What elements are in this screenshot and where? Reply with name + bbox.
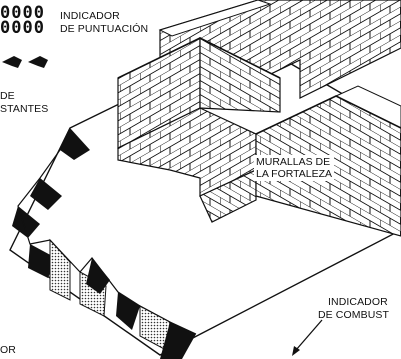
walls-label-line1: MURALLAS DE (256, 156, 331, 168)
ship-icon (28, 56, 48, 68)
fuel-pointer-arrowhead (292, 346, 300, 356)
fuel-label-line1: INDICADOR (328, 296, 388, 308)
score-digits-row1: 0000 (0, 3, 45, 23)
fuel-pointer-arrow (295, 319, 323, 351)
lives-label-line2: STANTES (0, 103, 49, 115)
cliff-edge (12, 127, 197, 359)
lives-ship-icons (2, 56, 48, 68)
score-label-line2: DE PUNTUACIÓN (60, 23, 149, 35)
ship-icon (2, 56, 22, 68)
fuel-label-line2: DE COMBUST (318, 309, 390, 321)
score-digits: 0000 0000 (0, 3, 45, 38)
score-label-line1: INDICADOR (60, 10, 120, 22)
walls-label: MURALLAS DE LA FORTALEZA (254, 155, 335, 181)
fortress-wall-left (117, 37, 281, 223)
walls-label-line2: LA FORTALEZA (256, 168, 333, 180)
bottom-left-label: OR (0, 344, 16, 356)
lives-label-line1: DE (0, 90, 15, 102)
score-digits-row2: 0000 (0, 18, 45, 38)
